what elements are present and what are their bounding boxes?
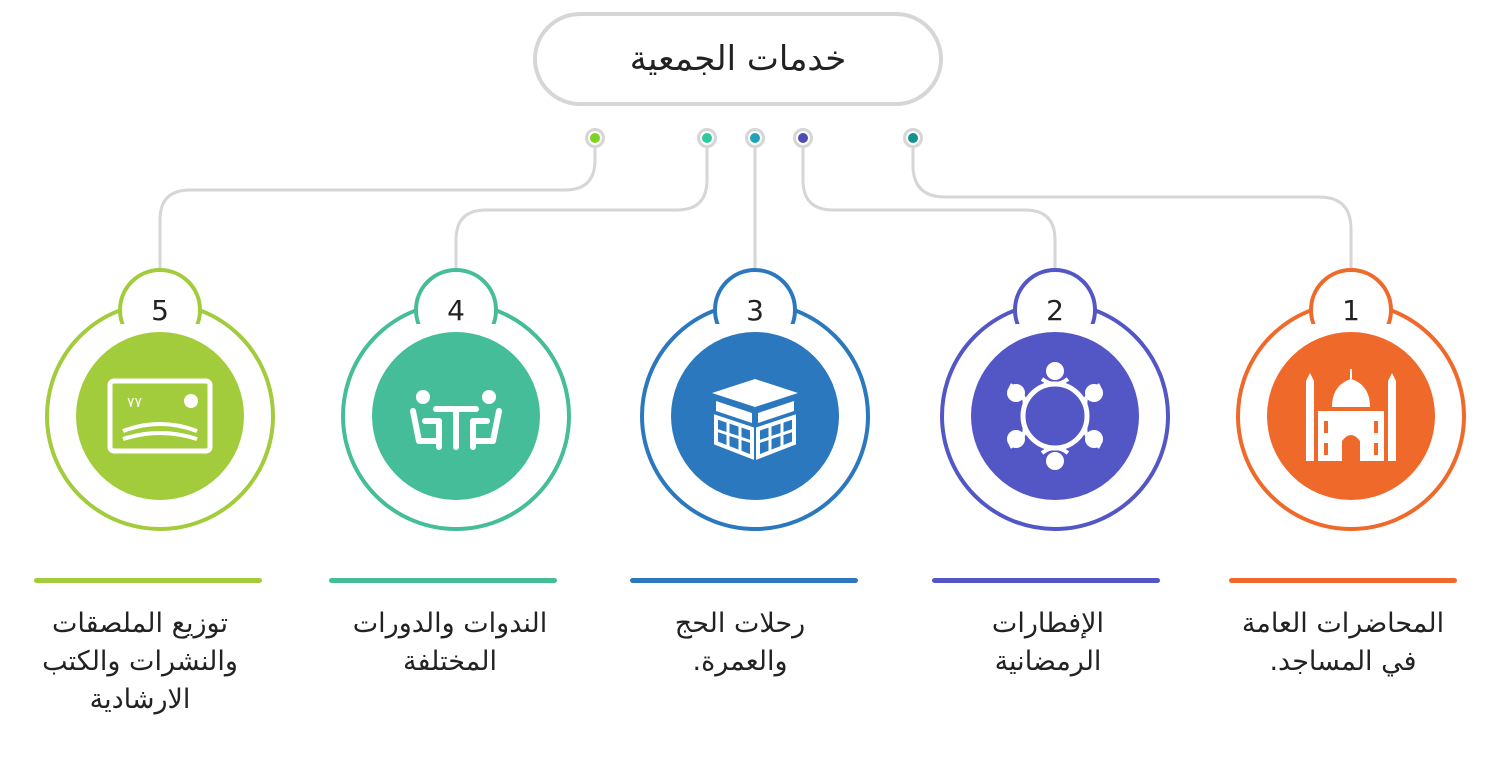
caption-line: في المساجد. — [1269, 646, 1417, 677]
step-caption-1: المحاضرات العامة في المساجد. — [1213, 605, 1473, 681]
connector-dot-1 — [903, 128, 923, 148]
round-table-meeting-icon — [1007, 362, 1103, 470]
caption-line: رحلات الحج — [674, 608, 806, 639]
step-caption-3: رحلات الحج والعمرة. — [610, 605, 870, 681]
step-caption-5: توزيع الملصقات والنشرات والكتب الارشادية — [10, 605, 270, 719]
step-bar-5 — [34, 578, 262, 583]
caption-line: المختلفة — [403, 646, 497, 677]
step-bar-1 — [1229, 578, 1457, 583]
mosque-icon — [1306, 369, 1396, 461]
step-number: 1 — [1342, 293, 1360, 327]
caption-line: الرمضانية — [994, 646, 1102, 677]
caption-line: الندوات والدورات — [352, 608, 548, 639]
connector-dot-fill — [750, 133, 760, 143]
step-bar-2 — [932, 578, 1160, 583]
connector-dot-fill — [590, 133, 600, 143]
connector-dot-fill — [702, 133, 712, 143]
step-icon-disc-2 — [971, 332, 1139, 500]
step-caption-2: الإفطارات الرمضانية — [918, 605, 1178, 681]
step-number: 5 — [151, 293, 169, 327]
caption-line: الإفطارات — [991, 608, 1105, 639]
connector-dot-4 — [697, 128, 717, 148]
step-icon-disc-4 — [372, 332, 540, 500]
diagram-title: خدمات الجمعية — [629, 39, 847, 79]
kaaba-icon — [712, 379, 798, 460]
caption-line: الارشادية — [89, 684, 191, 715]
caption-line: والنشرات والكتب — [42, 646, 238, 677]
step-bar-3 — [630, 578, 858, 583]
step-icon-disc-3 — [671, 332, 839, 500]
step-icon-disc-5: ٧٧ — [76, 332, 244, 500]
step-number: 2 — [1046, 293, 1064, 327]
connector-dot-5 — [585, 128, 605, 148]
step-caption-4: الندوات والدورات المختلفة — [320, 605, 580, 681]
caption-line: والعمرة. — [692, 646, 788, 677]
connector-dot-fill — [798, 133, 808, 143]
connector-dot-2 — [793, 128, 813, 148]
step-bar-4 — [329, 578, 557, 583]
caption-line: توزيع الملصقات — [52, 608, 228, 639]
poster-icon: ٧٧ — [107, 378, 213, 454]
step-number: 3 — [746, 293, 764, 327]
svg-text:٧٧: ٧٧ — [127, 395, 143, 411]
connector-dot-fill — [908, 133, 918, 143]
connector-dot-3 — [745, 128, 765, 148]
step-number: 4 — [447, 293, 465, 327]
table-and-chairs-icon — [410, 390, 502, 450]
caption-line: المحاضرات العامة — [1241, 608, 1445, 639]
step-icon-disc-1 — [1267, 332, 1435, 500]
title-box: خدمات الجمعية — [533, 12, 943, 106]
